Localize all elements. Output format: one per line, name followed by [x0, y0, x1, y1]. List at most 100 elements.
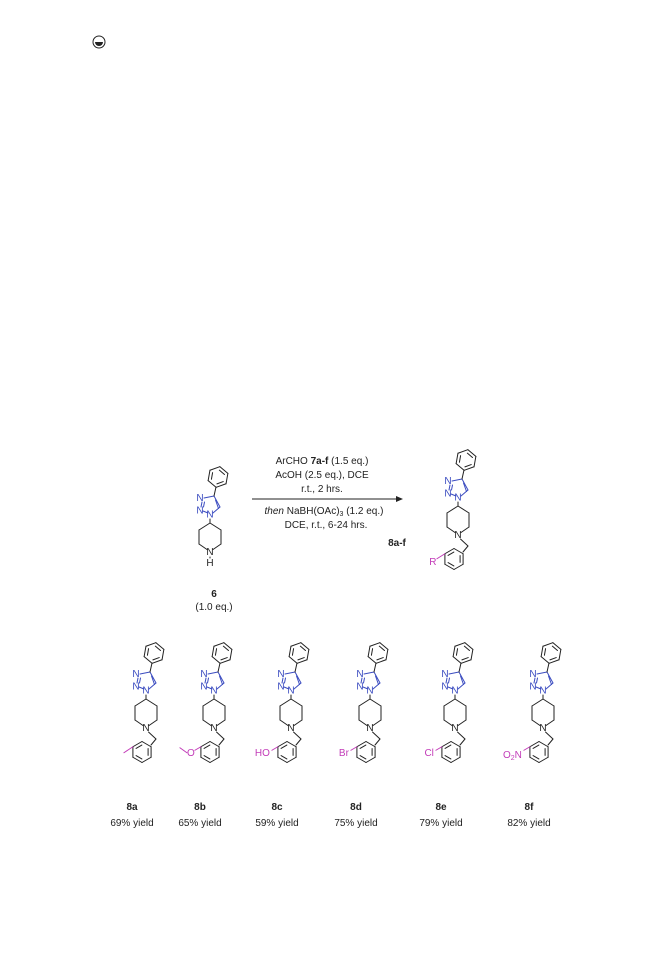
bond [457, 449, 469, 454]
triazole-ring: NNN [356, 669, 381, 697]
bond [545, 682, 554, 690]
bond [155, 642, 165, 650]
bond [360, 677, 363, 684]
product-general-label: 8a-f [388, 538, 406, 549]
bond [300, 642, 310, 650]
bond [454, 642, 466, 647]
triazole-n1: N [142, 686, 149, 697]
bond [373, 671, 381, 684]
bond [213, 495, 221, 508]
triazole-n3: N [529, 669, 536, 680]
benzene-ring [200, 741, 220, 763]
bond [280, 744, 288, 749]
benzene-ring [441, 741, 461, 763]
product-yield: 69% yield [110, 818, 153, 829]
methyl-bond [179, 747, 188, 754]
bond [375, 675, 379, 685]
bond [210, 472, 214, 480]
bond [532, 755, 540, 760]
triazole-n2: N [196, 506, 203, 517]
phenyl-link [213, 486, 217, 497]
no2-sub: 2 [511, 755, 515, 762]
product-yield: 79% yield [419, 818, 462, 829]
product-yield: 75% yield [334, 818, 377, 829]
triazole-n1: N [451, 686, 458, 697]
bond [143, 656, 153, 664]
bond [216, 682, 225, 690]
bond [543, 648, 547, 656]
no2-n: N [515, 750, 522, 761]
bond [444, 563, 455, 570]
triazole-n2: N [441, 682, 448, 693]
phenyl-ring [207, 466, 229, 488]
piperidine-ring: N [279, 698, 303, 734]
triazole-n1: N [539, 686, 546, 697]
piperidine-n: N [206, 547, 213, 558]
bond [542, 698, 555, 707]
bond [538, 741, 549, 748]
bond [463, 645, 470, 651]
phenyl-ring [211, 642, 233, 664]
bond [148, 719, 158, 726]
bond [203, 501, 205, 508]
condition-line-3: r.t., 2 hrs. [301, 484, 343, 495]
bond [207, 469, 211, 482]
bond [455, 648, 459, 656]
bond [220, 657, 228, 661]
bond [291, 648, 295, 656]
bond [444, 755, 452, 760]
triazole-ring: NNN [441, 669, 466, 697]
n-ch2-bond [460, 538, 469, 547]
n-ch2-bond [372, 731, 381, 740]
ch2-aryl-bond [218, 738, 225, 746]
phenyl-link [546, 662, 550, 673]
phenyl-link [458, 662, 462, 673]
bond [453, 563, 464, 570]
bond [457, 682, 466, 690]
bond [213, 698, 226, 707]
bond [464, 464, 472, 468]
bond [139, 677, 141, 684]
triazole-n1: N [366, 686, 373, 697]
bond [466, 452, 473, 458]
bond [446, 526, 456, 533]
bond [219, 466, 229, 474]
bond [141, 756, 152, 763]
bond [445, 677, 448, 684]
bond [296, 675, 300, 685]
ch2-aryl-bond [459, 738, 466, 746]
phenyl-link [217, 662, 221, 673]
n-ch2-bond [216, 731, 225, 740]
piperidine-ring: N [134, 698, 158, 734]
ch2-aryl-bond [547, 738, 554, 746]
triazole-n2: N [529, 682, 536, 693]
bond [284, 677, 286, 684]
bond [473, 455, 477, 468]
bond [365, 756, 376, 763]
bond [141, 741, 152, 748]
bond [290, 642, 302, 647]
bond [451, 478, 463, 482]
bond [135, 744, 143, 749]
bond [161, 648, 165, 661]
halogen-bond [271, 746, 279, 751]
phenyl-ring [455, 449, 477, 471]
bond [359, 744, 367, 749]
no2-o: O [503, 750, 511, 761]
bond [209, 522, 222, 531]
bond [536, 677, 538, 684]
bond [138, 686, 145, 690]
bond [149, 671, 157, 684]
piperidine-ring: N [443, 698, 467, 734]
bond [457, 719, 467, 726]
bond [277, 756, 288, 763]
bond [207, 480, 217, 488]
methyl-bond [123, 746, 134, 754]
bond [358, 719, 368, 726]
ch2-aryl-bond [462, 545, 469, 553]
triazole-n3: N [444, 476, 451, 487]
bond [299, 645, 306, 651]
bond [448, 671, 460, 675]
bond [214, 648, 218, 656]
